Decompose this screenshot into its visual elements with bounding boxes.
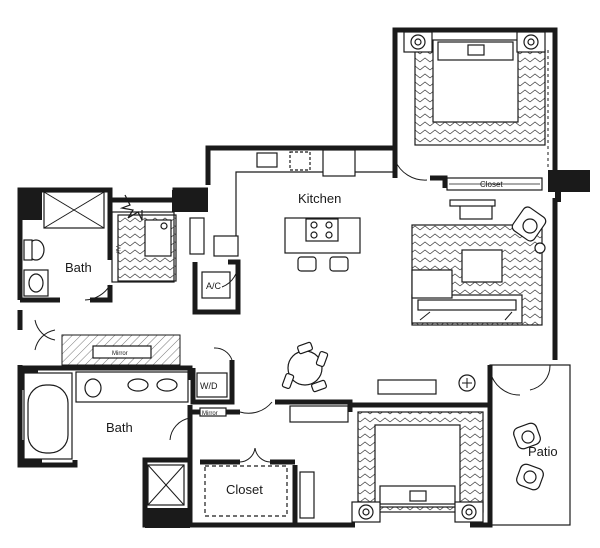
room-label-ac: A/C [206,281,222,291]
patio-chair-lower [516,463,544,491]
wd-closet: W/D Mirror [196,347,273,417]
patio: Patio [489,364,571,526]
room-label-bath-lower: Bath [106,420,133,435]
lower-closet: Closet [204,447,315,519]
room-label-wd: W/D [200,381,218,391]
mirror-label-upper: Mirror [112,351,128,357]
room-label-bath-upper: Bath [65,260,92,275]
room-label-patio: Patio [528,444,558,459]
dining [281,341,329,393]
air-label: Air [114,246,120,253]
ac-closet: A/C [201,261,239,299]
lower-bath: Bath [23,371,191,506]
lower-bedroom [289,405,484,523]
room-label-kitchen: Kitchen [298,191,341,206]
living-area [377,206,547,395]
mirror-upper: Mirror [61,334,181,366]
upper-bath: Bath [23,191,111,301]
hall-door [34,319,56,351]
kitchen: Kitchen [189,149,395,272]
upper-closet: Closet [446,177,543,220]
upper-bedroom [394,31,549,181]
air-closet: Air [111,194,177,283]
patio-chair-upper [513,422,541,450]
room-label-closet-lower: Closet [226,482,263,497]
mirror-label-lower: Mirror [202,411,218,417]
room-label-closet-upper: Closet [480,180,503,189]
